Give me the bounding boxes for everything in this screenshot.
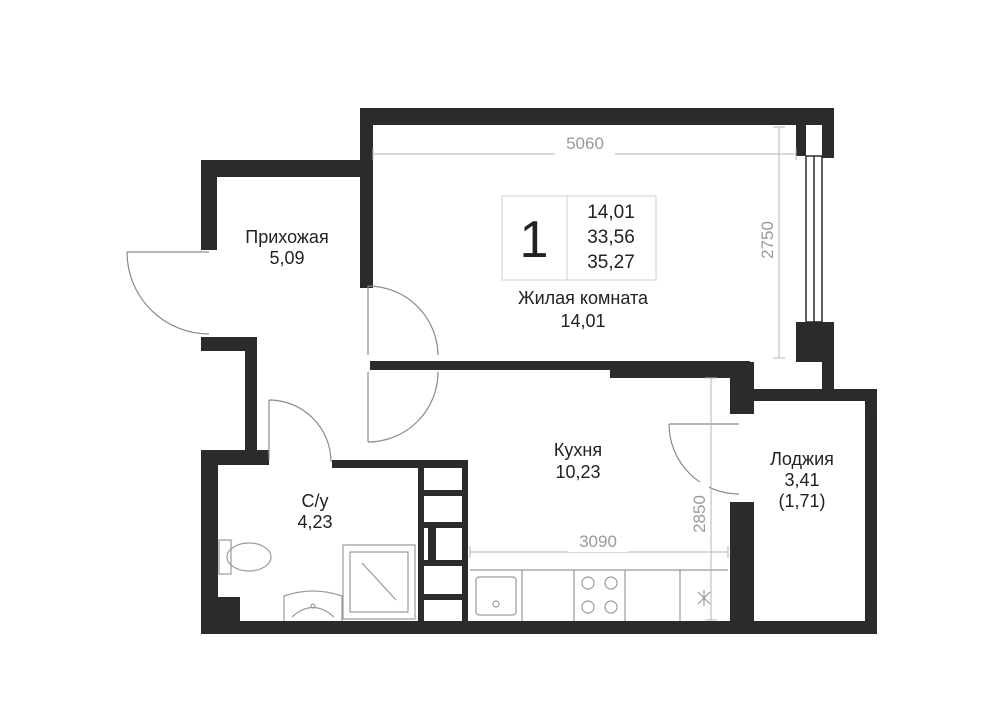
room-kitchen: Кухня 10,23	[554, 440, 602, 482]
dim-kitchen-width: 3090	[568, 532, 628, 552]
washbasin-icon	[283, 590, 343, 621]
walls	[201, 108, 877, 634]
sink-icon	[475, 576, 517, 616]
toilet-icon	[218, 539, 272, 575]
dim-living-width: 5060	[555, 134, 615, 155]
dim-living-width-label: 5060	[566, 134, 604, 153]
dim-living-depth: 2750	[758, 208, 778, 272]
room-hallway-name: Прихожая	[245, 227, 328, 247]
doors	[126, 251, 740, 495]
summary-box: 1 14,01 33,56 35,27	[501, 195, 657, 281]
room-living-area: 14,01	[560, 311, 605, 331]
dim-living-depth-label: 2750	[758, 221, 777, 259]
dim-kitchen-depth-label: 2850	[690, 495, 709, 533]
room-loggia-reduced-area: (1,71)	[778, 491, 825, 511]
room-count: 1	[520, 211, 549, 269]
room-hallway-area: 5,09	[269, 248, 304, 268]
dim-kitchen-width-label: 3090	[579, 532, 617, 551]
fixtures	[218, 539, 728, 621]
room-living-name: Жилая комната	[518, 288, 649, 308]
kitchen-counter	[470, 569, 728, 621]
room-hallway: Прихожая 5,09	[245, 227, 328, 268]
room-loggia-name: Лоджия	[770, 449, 834, 469]
room-bathroom-name: С/у	[302, 491, 329, 511]
window-loggia	[865, 419, 877, 601]
total-with-loggia-value: 35,27	[587, 252, 635, 273]
dim-kitchen-depth: 2850	[689, 482, 709, 546]
cooktop-icon	[581, 576, 618, 614]
shower-tray-icon	[342, 544, 416, 620]
window-living	[805, 155, 823, 323]
room-bathroom-area: 4,23	[297, 512, 332, 532]
total-area-value: 33,56	[587, 227, 635, 248]
room-bathroom: С/у 4,23	[297, 491, 332, 532]
living-area-value: 14,01	[587, 202, 635, 223]
room-loggia: Лоджия 3,41 (1,71)	[770, 449, 834, 511]
gas-riser-icon	[697, 590, 711, 606]
room-living: Жилая комната 14,01	[518, 288, 649, 331]
room-loggia-area: 3,41	[784, 470, 819, 490]
room-kitchen-area: 10,23	[555, 462, 600, 482]
room-kitchen-name: Кухня	[554, 440, 602, 460]
